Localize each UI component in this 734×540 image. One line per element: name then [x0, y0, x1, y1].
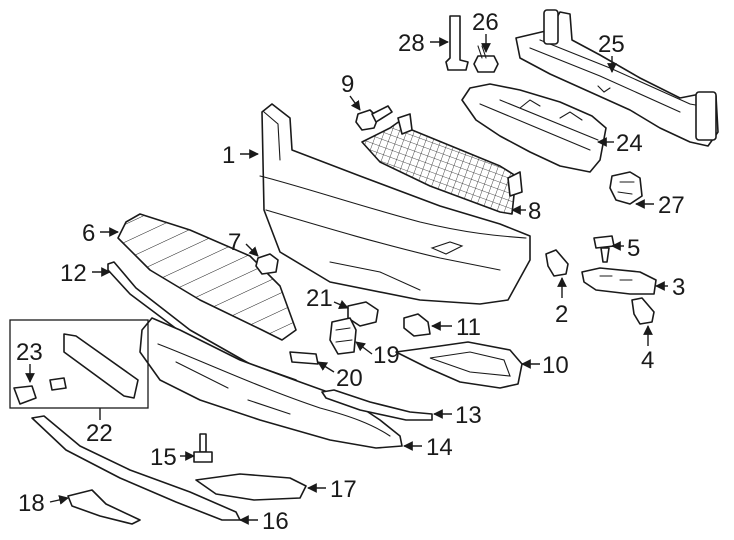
callout-8: 8	[511, 198, 541, 225]
svg-text:21: 21	[306, 285, 333, 312]
callout-13: 13	[433, 402, 482, 429]
upper-grille-part	[361, 113, 523, 215]
svg-text:2: 2	[555, 301, 568, 328]
license-plate-bracket-part	[9, 319, 149, 409]
push-pin-5-part	[593, 235, 615, 263]
bumper-cover-part	[259, 103, 531, 305]
svg-text:24: 24	[616, 130, 643, 157]
lower-strip-16-part	[31, 415, 241, 521]
clip-27-part	[609, 171, 643, 205]
deflector-18-part	[67, 489, 141, 525]
bracket-19-part	[329, 317, 357, 355]
plate-20-part	[289, 351, 319, 365]
callout-4: 4	[641, 325, 654, 374]
callout-23: 23	[16, 339, 43, 383]
svg-text:15: 15	[150, 444, 177, 471]
deflector-17-part	[195, 473, 307, 501]
callout-18: 18	[18, 490, 69, 517]
callout-1: 1	[222, 142, 259, 169]
svg-text:28: 28	[398, 30, 425, 57]
callout-16: 16	[239, 508, 289, 535]
callout-21: 21	[306, 285, 349, 312]
callout-2: 2	[555, 277, 568, 328]
svg-text:7: 7	[228, 229, 241, 256]
callout-14: 14	[403, 434, 453, 461]
svg-text:18: 18	[18, 490, 45, 517]
fog-lamp-bezel-part	[395, 341, 523, 389]
svg-text:10: 10	[542, 352, 569, 379]
sensor-7-part	[255, 253, 279, 275]
callout-25: 25	[598, 31, 625, 73]
bolt-4-part	[631, 297, 655, 325]
bolt-15-part	[193, 433, 213, 463]
bracket-part	[445, 15, 469, 71]
bolt-2-part	[545, 249, 569, 277]
callout-27: 27	[635, 192, 685, 219]
svg-text:17: 17	[330, 476, 357, 503]
lower-cover-part	[139, 317, 403, 449]
callout-17: 17	[307, 476, 357, 503]
callout-28: 28	[398, 30, 449, 57]
callout-24: 24	[597, 130, 643, 157]
svg-text:13: 13	[455, 402, 482, 429]
svg-text:5: 5	[627, 235, 640, 262]
svg-text:4: 4	[641, 347, 654, 374]
svg-text:26: 26	[472, 9, 499, 36]
callout-11: 11	[431, 314, 481, 341]
clip-11-part	[403, 313, 431, 337]
svg-text:16: 16	[262, 508, 289, 535]
svg-text:20: 20	[336, 365, 363, 392]
callout-20: 20	[317, 361, 363, 392]
svg-text:9: 9	[341, 71, 354, 98]
callout-10: 10	[521, 352, 569, 379]
callout-7: 7	[228, 229, 259, 257]
callout-26: 26	[472, 9, 499, 53]
callout-6: 6	[82, 220, 119, 247]
callout-5: 5	[611, 235, 640, 262]
svg-text:8: 8	[528, 198, 541, 225]
svg-text:23: 23	[16, 339, 43, 366]
svg-text:27: 27	[658, 192, 685, 219]
svg-text:12: 12	[60, 260, 87, 287]
side-bracket-part	[581, 267, 657, 295]
svg-text:6: 6	[82, 220, 95, 247]
svg-text:22: 22	[86, 420, 113, 447]
svg-text:11: 11	[456, 314, 481, 341]
callout-19: 19	[355, 341, 400, 369]
svg-text:3: 3	[672, 274, 685, 301]
bumper-reinforcement-part	[515, 9, 719, 147]
callout-12: 12	[60, 260, 111, 287]
callout-9: 9	[341, 71, 361, 111]
callout-15: 15	[150, 444, 195, 471]
lower-grille-part	[117, 213, 297, 341]
trim-strip-13-part	[321, 389, 433, 421]
svg-text:1: 1	[222, 142, 235, 169]
svg-text:14: 14	[426, 434, 453, 461]
svg-text:19: 19	[373, 342, 400, 369]
callout-3: 3	[655, 274, 685, 301]
bolt-9-part	[355, 105, 393, 131]
svg-text:25: 25	[598, 31, 625, 58]
callout-22: 22	[86, 408, 113, 447]
